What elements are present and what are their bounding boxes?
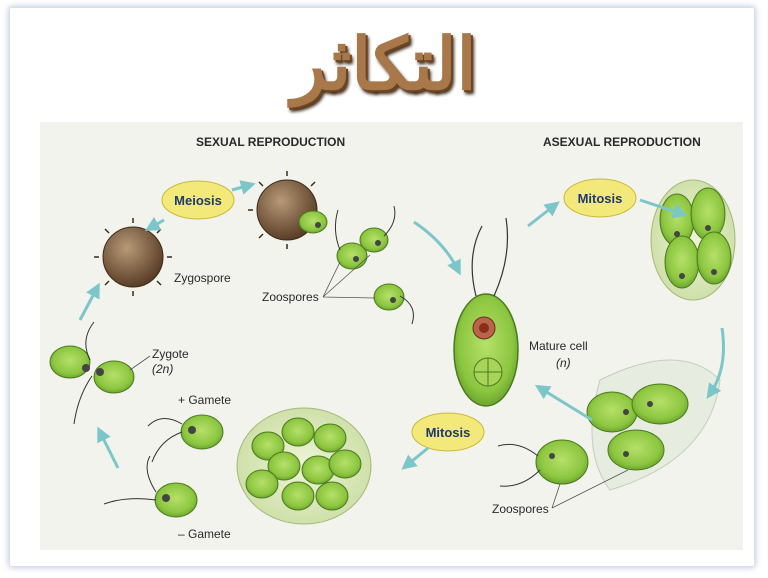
asexual-zoospores-label: Zoospores <box>492 502 549 516</box>
sexual-zoospores-label: Zoospores <box>262 290 319 304</box>
sexual-cycle-arrows <box>80 185 250 468</box>
minus-gamete-label: – Gamete <box>178 527 231 541</box>
zygote <box>50 322 134 424</box>
sexual-zoospores <box>335 206 413 324</box>
zygote-ploidy-label: (2n) <box>152 362 173 376</box>
four-cell-cluster <box>651 180 735 300</box>
mitosis-top-label: Mitosis <box>578 191 623 206</box>
asexual-reproduction-heading: ASEXUAL REPRODUCTION <box>543 135 701 149</box>
zygospore <box>94 218 172 296</box>
zygote-label: Zygote <box>152 347 189 361</box>
asexual-zoospore-cluster <box>498 360 720 490</box>
mature-cell-label: Mature cell <box>529 339 588 353</box>
mitosis-top-oval: Mitosis <box>564 179 636 217</box>
meiosis-oval: Meiosis <box>162 181 234 219</box>
mature-cell <box>454 218 518 406</box>
gamete-cluster <box>237 408 371 524</box>
mitosis-bottom-oval: Mitosis <box>412 413 484 451</box>
germinating-zygospore <box>248 171 327 249</box>
mitosis-bottom-label: Mitosis <box>426 425 471 440</box>
plus-gamete-label: + Gamete <box>178 393 231 407</box>
meiosis-label: Meiosis <box>174 193 222 208</box>
sexual-reproduction-heading: SEXUAL REPRODUCTION <box>196 135 345 149</box>
mature-cell-ploidy-label: (n) <box>556 356 571 370</box>
plus-gamete <box>148 415 223 462</box>
zygospore-label: Zygospore <box>174 271 231 285</box>
